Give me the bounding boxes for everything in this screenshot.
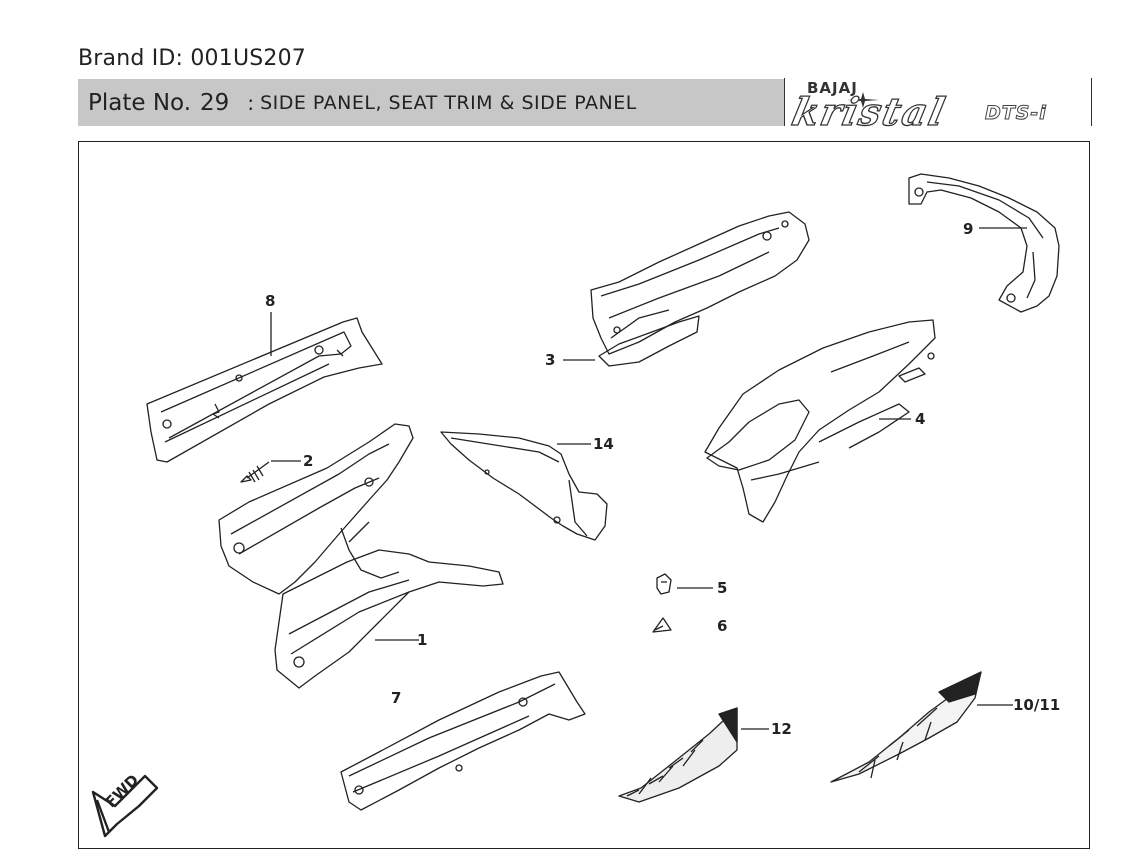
- logo-make: BAJAJ: [807, 79, 858, 97]
- callout-12: 12: [771, 720, 792, 738]
- part-8-shape: [146, 317, 383, 463]
- plate-header: Plate No. 29 : SIDE PANEL, SEAT TRIM & S…: [78, 79, 784, 126]
- callout-1: 1: [417, 631, 428, 649]
- part-4-shape: [704, 319, 936, 523]
- callout-8: 8: [265, 292, 276, 310]
- plate-separator: :: [247, 90, 255, 115]
- callout-14: 14: [593, 435, 614, 453]
- logo-variant: DTS-i: [985, 102, 1047, 125]
- part-10-11-shape: [830, 671, 982, 783]
- plate-title: SIDE PANEL, SEAT TRIM & SIDE PANEL: [260, 91, 637, 114]
- part-6-shape: [652, 617, 672, 633]
- part-2-shape: [240, 461, 270, 483]
- fwd-arrow-icon: [91, 774, 159, 838]
- part-1-shape: [218, 423, 504, 689]
- callout-2: 2: [303, 452, 314, 470]
- part-5-shape: [656, 573, 672, 595]
- parts-diagram: FWD 1 2 3 4 5 6 7 8 9 10/11 12 14: [78, 141, 1090, 849]
- part-7-shape: [340, 671, 586, 811]
- callout-10-11: 10/11: [1013, 696, 1061, 714]
- logo-model: kristal: [788, 88, 952, 134]
- part-3-shape: [590, 211, 810, 367]
- parts-drawing: [91, 173, 1060, 838]
- sparkle-icon: [847, 92, 879, 108]
- plate-number: 29: [200, 89, 230, 116]
- callout-7: 7: [391, 689, 402, 707]
- callout-9: 9: [963, 220, 974, 238]
- callout-3: 3: [545, 351, 556, 369]
- callout-4: 4: [915, 410, 926, 428]
- callout-6: 6: [717, 617, 728, 635]
- brand-logo: BAJAJ kristal DTS-i: [784, 78, 1092, 135]
- part-14-shape: [440, 431, 608, 541]
- part-12-shape: [618, 707, 738, 803]
- plate-label: Plate No.: [88, 89, 192, 116]
- brand-id: Brand ID: 001US207: [78, 46, 307, 71]
- callout-5: 5: [717, 579, 728, 597]
- part-9-shape: [908, 173, 1060, 313]
